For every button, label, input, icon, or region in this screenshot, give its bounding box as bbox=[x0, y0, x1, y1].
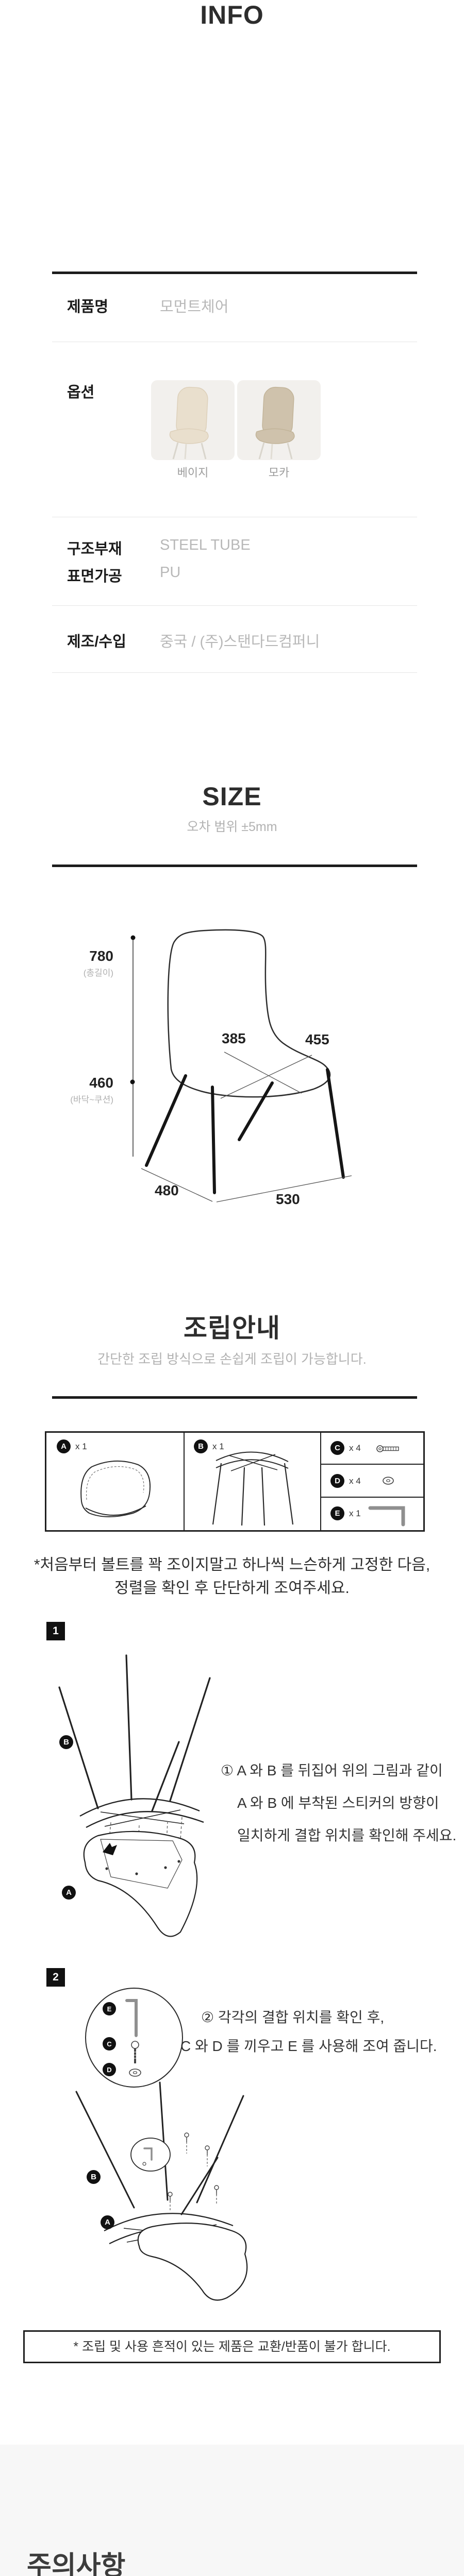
dim-seat-height-note: (바닥~쿠션) bbox=[70, 1095, 113, 1105]
info-divider bbox=[52, 272, 417, 274]
step1-line3: 일치하게 결합 위치를 확인해 주세요. bbox=[237, 1827, 457, 1843]
svg-text:D: D bbox=[107, 2066, 111, 2074]
part-c-badge: C bbox=[330, 1441, 344, 1455]
cell-divider bbox=[184, 1433, 185, 1530]
row-divider bbox=[52, 605, 417, 606]
step1-badge: 1 bbox=[46, 1622, 65, 1640]
step1-instructions: ① A 와 B 를 뒤집어 위의 그림과 같이 A 와 B 에 부착된 스티커의… bbox=[221, 1754, 456, 1852]
svg-text:C: C bbox=[107, 2040, 112, 2048]
assembly-section-title: 조립안내 bbox=[184, 1314, 280, 1343]
caution-section-title: 주의사항 bbox=[27, 2551, 126, 2576]
row-divider bbox=[52, 672, 417, 673]
step2-part-a-badge: A bbox=[101, 2215, 114, 2229]
assembly-note-line1: *처음부터 볼트를 꽉 조이지말고 하나씩 느슨하게 고정한 다음, bbox=[34, 1556, 430, 1573]
dim-total-height-note: (총길이) bbox=[83, 968, 113, 978]
dim-total-height: 780 bbox=[89, 948, 113, 964]
part-a-badge: A bbox=[57, 1439, 71, 1453]
mocha-chair-image bbox=[255, 386, 295, 460]
part-e-qty: x 1 bbox=[349, 1509, 361, 1518]
surface-label: 표면가공 bbox=[67, 568, 122, 585]
assembly-divider bbox=[52, 1396, 417, 1399]
size-divider bbox=[52, 865, 417, 867]
info-section-title: INFO bbox=[200, 1, 264, 29]
allen-key-icon bbox=[368, 1506, 405, 1527]
surface-value: PU bbox=[160, 564, 181, 581]
assembly-subtitle: 간단한 조립 방식으로 손쉽게 조립이 가능합니다. bbox=[97, 1351, 367, 1367]
assembly-note-line2: 정렬을 확인 후 단단하게 조여주세요. bbox=[114, 1580, 350, 1597]
dim-seat-depth: 455 bbox=[305, 1031, 329, 1047]
option-label: 옵션 bbox=[67, 384, 95, 401]
step2-line2: C 와 D 를 끼우고 E 를 사용해 조여 줍니다. bbox=[180, 2038, 437, 2054]
caution-exchange-background bbox=[0, 2445, 464, 2576]
part-a-seat-drawing bbox=[80, 1460, 151, 1517]
dim-base-width: 530 bbox=[276, 1191, 300, 1207]
beige-chair-image bbox=[169, 386, 209, 460]
part-a-qty: x 1 bbox=[75, 1442, 87, 1451]
size-diagram-chair bbox=[130, 929, 352, 1202]
structure-label: 구조부재 bbox=[67, 541, 122, 557]
size-section-title: SIZE bbox=[202, 782, 262, 811]
step2-part-b-badge: B bbox=[87, 2170, 101, 2184]
product-name-label: 제품명 bbox=[67, 299, 109, 315]
product-name-value: 모먼트체어 bbox=[160, 299, 229, 315]
cell-divider bbox=[320, 1433, 321, 1530]
bolt-icon bbox=[376, 1445, 399, 1452]
part-b-frame-drawing bbox=[212, 1451, 294, 1526]
size-tolerance-note: 오차 범위 ±5mm bbox=[187, 820, 277, 834]
part-b-badge: B bbox=[194, 1439, 208, 1453]
part-b-qty: x 1 bbox=[212, 1442, 224, 1451]
option-photo-beige bbox=[151, 380, 235, 460]
manufacture-value: 중국 / (주)스탠다드컴퍼니 bbox=[160, 634, 320, 650]
step2-hardware-detail: E C D bbox=[85, 1988, 183, 2088]
step2-badge: 2 bbox=[46, 1968, 65, 1987]
step1-part-b-badge: B bbox=[59, 1735, 73, 1749]
part-c-qty: x 4 bbox=[349, 1443, 361, 1453]
part-d-badge: D bbox=[330, 1474, 344, 1488]
part-e-badge: E bbox=[330, 1506, 344, 1520]
step2-diagram bbox=[75, 2081, 248, 2301]
washer-icon bbox=[383, 1477, 394, 1485]
parts-list-box: A x 1 B x 1 C x 4 bbox=[45, 1431, 425, 1532]
assembly-warning-box: * 조립 및 사용 흔적이 있는 제품은 교환/반품이 불가 합니다. bbox=[23, 2330, 441, 2363]
structure-value: STEEL TUBE bbox=[160, 537, 251, 553]
option-photo-mocha bbox=[237, 380, 321, 460]
option-mocha-label: 모카 bbox=[268, 466, 290, 479]
step2-instructions: ② 각각의 결합 위치를 확인 후, C 와 D 를 끼우고 E 를 사용해 조… bbox=[180, 2003, 437, 2061]
step2-line1: ② 각각의 결합 위치를 확인 후, bbox=[201, 2009, 385, 2025]
dim-seat-width: 385 bbox=[222, 1030, 246, 1046]
cell-divider bbox=[320, 1497, 423, 1498]
cell-divider bbox=[320, 1464, 423, 1465]
dim-base-depth: 480 bbox=[155, 1182, 179, 1198]
step1-part-a-badge: A bbox=[62, 1886, 76, 1900]
assembly-warning-text: * 조립 및 사용 흔적이 있는 제품은 교환/반품이 불가 합니다. bbox=[73, 2340, 391, 2354]
option-beige-label: 베이지 bbox=[177, 466, 209, 479]
dim-seat-height: 460 bbox=[89, 1075, 113, 1091]
svg-text:E: E bbox=[107, 2005, 112, 2013]
step1-diagram bbox=[58, 1654, 211, 1937]
manufacture-label: 제조/수입 bbox=[67, 634, 126, 650]
part-d-qty: x 4 bbox=[349, 1476, 361, 1486]
step1-line2: A 와 B 에 부착된 스티커의 방향이 bbox=[237, 1795, 439, 1811]
step1-line1: ① A 와 B 를 뒤집어 위의 그림과 같이 bbox=[221, 1762, 443, 1778]
